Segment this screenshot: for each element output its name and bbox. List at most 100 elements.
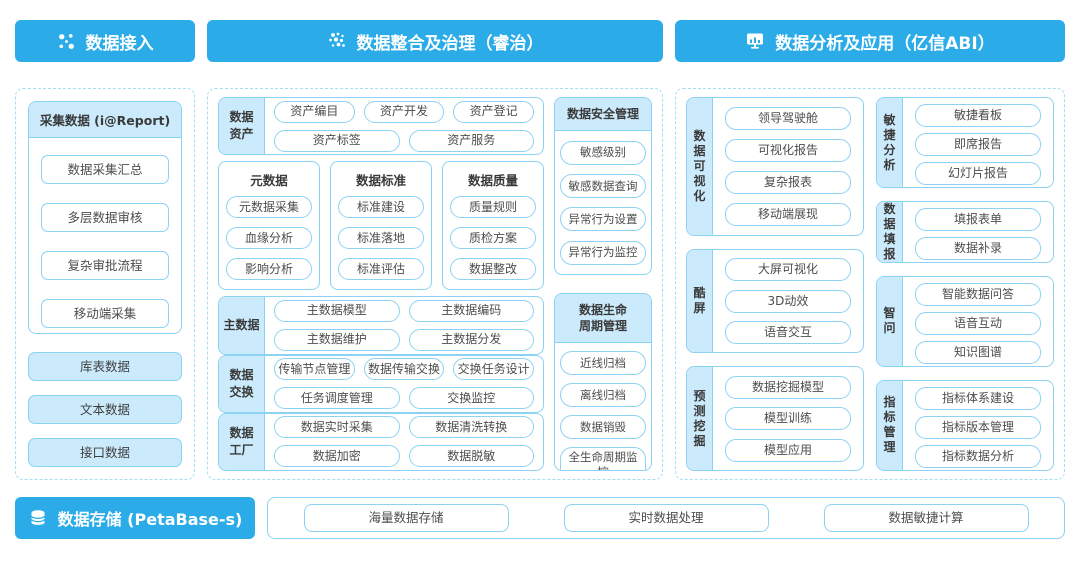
- agile-analysis-card: 敏捷分析 敏捷看板即席报告幻灯片报告: [876, 97, 1054, 189]
- metadata-panel-title: 元数据: [250, 173, 288, 189]
- data-quality-panel-title: 数据质量: [467, 173, 518, 189]
- predictive-mining-label: 预测挖掘: [687, 367, 713, 470]
- diagram-node: 大屏可视化: [725, 258, 851, 282]
- analysis-right-column: 敏捷分析 敏捷看板即席报告幻灯片报告 数据填报 填报表单数据补录 智问 智能数据…: [876, 97, 1054, 472]
- diagram-node: 数据销毁: [560, 415, 646, 440]
- diagram-node: 可视化报告: [725, 138, 851, 162]
- metadata-panel: 元数据 元数据采集血缘分析影响分析: [218, 161, 320, 291]
- data-analysis-title: 数据分析及应用（亿信ABI）: [775, 33, 995, 54]
- data-storage-header: 数据存储 (PetaBase-s): [15, 497, 255, 539]
- diagram-node: 语音交互: [725, 320, 851, 344]
- diagram-node: 标准建设: [338, 196, 424, 219]
- diagram-node: 多层数据审核: [41, 203, 169, 232]
- data-factory-row: 数据 工厂 数据实时采集数据清洗转换 数据加密数据脱敏: [218, 412, 544, 471]
- agile-analysis-items: 敏捷看板即席报告幻灯片报告: [903, 98, 1053, 187]
- section-data-analysis: 数据分析及应用（亿信ABI） 数据可视化 领导驾驶舱可视化报告复杂报表移动端展现…: [675, 20, 1065, 480]
- data-quality-items: 质量规则质检方案数据整改: [450, 196, 536, 281]
- diagram-node: 主数据模型: [274, 299, 400, 322]
- cool-screen-label: 酷屏: [687, 249, 713, 353]
- storage-capability-list: 海量数据存储实时数据处理数据敏捷计算: [267, 497, 1065, 539]
- smart-qa-label: 智问: [877, 276, 903, 366]
- diagram-node: 任务调度管理: [274, 387, 400, 410]
- diagram-node: 数据采集汇总: [41, 155, 169, 184]
- diagram-node: 数据挖掘模型: [725, 375, 851, 399]
- data-entry-items: 填报表单数据补录: [903, 202, 1053, 261]
- data-asset-line1: 资产编目资产开发资产登记: [274, 100, 535, 123]
- diagram-node: 3D动效: [725, 289, 851, 313]
- diagram-node: 资产登记: [453, 100, 535, 123]
- data-entry-card: 数据填报 填报表单数据补录: [876, 201, 1054, 263]
- data-asset-items: 资产编目资产开发资产登记 资产标签资产服务: [265, 98, 543, 154]
- data-security-panel: 数据安全管理 敏感级别敏感数据查询异常行为设置异常行为监控: [554, 97, 652, 275]
- diagram-node: 库表数据: [28, 352, 182, 381]
- collect-data-panel-title: 采集数据 (i@Report): [29, 102, 181, 138]
- data-ingest-header: 数据接入: [15, 20, 195, 62]
- diagram-node: 离线归档: [560, 383, 646, 408]
- diagram-node: 异常行为监控: [560, 240, 646, 265]
- diagram-node: 数据传输交换: [363, 358, 445, 381]
- data-standard-items: 标准建设标准落地标准评估: [338, 196, 424, 281]
- indicator-management-label: 指标管理: [877, 380, 903, 471]
- diagram-node: 数据整改: [450, 258, 536, 281]
- cool-screen-card: 酷屏 大屏可视化 3D动效语音交互: [686, 248, 864, 354]
- diagram-node: 填报表单: [915, 208, 1041, 232]
- governance-side-area: 数据安全管理 敏感级别敏感数据查询异常行为设置异常行为监控 数据生命 周期管理 …: [554, 97, 652, 471]
- smart-qa-card: 智问 智能数据问答语音互动知识图谱: [876, 275, 1054, 367]
- data-exchange-row: 数据 交换 传输节点管理数据传输交换交换任务设计 任务调度管理交换监控: [218, 354, 544, 413]
- data-exchange-line2: 任务调度管理交换监控: [274, 387, 534, 410]
- master-data-line1: 主数据模型主数据编码: [274, 299, 534, 322]
- collect-data-panel: 采集数据 (i@Report) 数据采集汇总多层数据审核复杂审批流程移动端采集: [28, 101, 182, 334]
- diagram-node: 资产标签: [274, 129, 400, 152]
- data-factory-line2: 数据加密数据脱敏: [274, 445, 534, 468]
- data-exchange-line1: 传输节点管理数据传输交换交换任务设计: [274, 358, 535, 381]
- master-data-line2: 主数据维护主数据分发: [274, 328, 534, 351]
- diagram-node: 移动端展现: [725, 202, 851, 226]
- data-visualization-card: 数据可视化 领导驾驶舱可视化报告复杂报表移动端展现: [686, 97, 864, 236]
- data-entry-label: 数据填报: [877, 202, 903, 262]
- data-asset-label: 数据 资产: [219, 98, 265, 155]
- diagram-node: 资产编目: [274, 100, 355, 123]
- diagram-node: 复杂审批流程: [41, 251, 169, 280]
- network-nodes-icon: [58, 33, 74, 49]
- diagram-node: 敏感数据查询: [560, 173, 646, 198]
- monitor-chart-icon: [747, 33, 764, 49]
- diagram-node: 交换监控: [408, 387, 534, 410]
- diagram-node: 近线归档: [560, 351, 646, 376]
- data-storage-title: 数据存储 (PetaBase-s): [57, 510, 243, 529]
- diagram-node: 海量数据存储: [303, 504, 509, 532]
- diagram-node: 标准落地: [338, 227, 424, 250]
- cool-screen-items: 大屏可视化 3D动效语音交互: [713, 250, 863, 353]
- diagram-node: 语音互动: [915, 311, 1041, 335]
- diagram-node: 血缘分析: [226, 227, 312, 250]
- top-sections: 数据接入 采集数据 (i@Report) 数据采集汇总多层数据审核复杂审批流程移…: [15, 20, 1065, 480]
- data-security-panel-title: 数据安全管理: [555, 98, 651, 132]
- data-governance-zone: 数据 资产 资产编目资产开发资产登记 资产标签资产服务 元数据 元数据采集血缘分…: [207, 88, 663, 480]
- diagram-node: 模型应用: [725, 438, 851, 462]
- data-governance-title: 数据整合及治理（睿治）: [356, 33, 544, 54]
- metadata-items: 元数据采集血缘分析影响分析: [226, 196, 312, 281]
- data-analysis-header: 数据分析及应用（亿信ABI）: [675, 20, 1065, 62]
- governance-main-area: 数据 资产 资产编目资产开发资产登记 资产标签资产服务 元数据 元数据采集血缘分…: [218, 97, 544, 471]
- data-exchange-items: 传输节点管理数据传输交换交换任务设计 任务调度管理交换监控: [265, 356, 543, 412]
- diagram-node: 影响分析: [226, 258, 312, 281]
- agile-analysis-label: 敏捷分析: [877, 98, 903, 188]
- data-governance-header: 数据整合及治理（睿治）: [207, 20, 663, 62]
- diagram-node: 数据实时采集: [274, 416, 400, 439]
- data-lifecycle-items: 近线归档离线归档数据销毁全生命周期监控: [555, 343, 651, 470]
- diagram-node: 数据清洗转换: [408, 416, 534, 439]
- diagram-node: 复杂报表: [725, 170, 851, 194]
- data-ingest-zone: 采集数据 (i@Report) 数据采集汇总多层数据审核复杂审批流程移动端采集 …: [15, 88, 195, 480]
- dot-cluster-icon: [328, 32, 345, 47]
- diagram-node: 幻灯片报告: [915, 162, 1041, 185]
- diagram-node: 指标版本管理: [915, 415, 1041, 439]
- diagram-node: 实时数据处理: [563, 504, 769, 532]
- data-lifecycle-panel: 数据生命 周期管理 近线归档离线归档数据销毁全生命周期监控: [554, 293, 652, 471]
- metadata-standard-quality-row: 元数据 元数据采集血缘分析影响分析 数据标准 标准建设标准落地标准评估 数据质量…: [218, 161, 544, 291]
- diagram-node: 数据加密: [274, 445, 400, 468]
- data-asset-row: 数据 资产 资产编目资产开发资产登记 资产标签资产服务: [218, 97, 544, 156]
- data-exchange-label: 数据 交换: [219, 355, 265, 412]
- diagram-node: 质量规则: [450, 196, 536, 219]
- data-lifecycle-panel-title: 数据生命 周期管理: [555, 294, 651, 344]
